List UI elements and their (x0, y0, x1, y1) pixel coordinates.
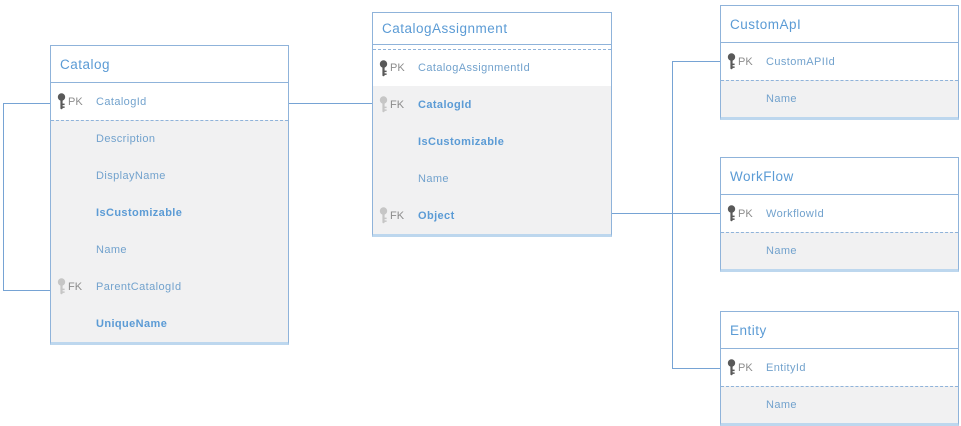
table-title: WorkFlow (721, 158, 958, 195)
field-row: FK Object (373, 197, 611, 234)
entity-table-customapi[interactable]: CustomApI PK CustomAPIId Name (720, 5, 959, 120)
field-name: CatalogId (96, 95, 147, 108)
table-title: CatalogAssignment (373, 13, 611, 45)
key-label: PK (390, 62, 405, 74)
primary-key-icon (726, 53, 737, 70)
field-name: Name (96, 243, 127, 256)
key-label: FK (68, 280, 83, 293)
field-name: Name (766, 399, 797, 411)
field-name: Name (418, 172, 449, 185)
field-row: PK WorkflowId (721, 195, 958, 232)
connector-object-to-customapi (672, 61, 720, 62)
field-name: Description (96, 133, 156, 145)
key-label: PK (738, 207, 753, 220)
pk-section-separator (373, 45, 611, 50)
field-name: UniqueName (96, 317, 168, 330)
primary-key-icon (726, 359, 737, 376)
entity-table-workflow[interactable]: WorkFlow PK WorkflowId Name (720, 157, 959, 272)
field-row: UniqueName (51, 305, 288, 342)
field-name: WorkflowId (766, 207, 825, 220)
key-label: PK (738, 361, 753, 374)
table-title: Entity (721, 312, 958, 349)
foreign-key-icon (56, 278, 67, 295)
field-name: DisplayName (96, 169, 166, 182)
field-name: ParentCatalogId (96, 280, 182, 293)
field-name: Name (766, 245, 797, 257)
connector-catalog-to-catalogassignment (289, 103, 372, 104)
field-row: Description (51, 120, 288, 157)
key-label: FK (390, 98, 405, 111)
field-name: IsCustomizable (96, 206, 183, 219)
field-row: PK EntityId (721, 349, 958, 386)
foreign-key-icon (378, 207, 389, 224)
field-row: Name (721, 232, 958, 269)
field-row: Name (721, 80, 958, 117)
field-row: Name (373, 160, 611, 197)
connector-object-trunk (672, 61, 673, 369)
table-title: Catalog (51, 46, 288, 83)
field-row: DisplayName (51, 157, 288, 194)
field-name: CatalogId (418, 98, 472, 111)
connector-catalog-self-bottom (3, 290, 50, 291)
key-label: FK (390, 209, 405, 222)
primary-key-icon (56, 93, 67, 110)
field-row: IsCustomizable (51, 194, 288, 231)
connector-catalog-self-vertical (3, 103, 4, 291)
entity-table-entity[interactable]: Entity PK EntityId Name (720, 311, 959, 426)
connector-object-to-entity (672, 368, 720, 369)
field-name: IsCustomizable (418, 135, 505, 148)
field-name: EntityId (766, 361, 806, 374)
connector-object-to-workflow (612, 213, 720, 214)
connector-catalog-self-top (3, 103, 50, 104)
foreign-key-icon (378, 96, 389, 113)
key-label: PK (68, 95, 83, 108)
field-row: PK CustomAPIId (721, 43, 958, 80)
field-name: Name (766, 93, 797, 105)
primary-key-icon (726, 205, 737, 222)
entity-table-catalogassignment[interactable]: CatalogAssignment PK CatalogAssignmentId… (372, 12, 612, 237)
primary-key-icon (378, 59, 389, 77)
table-title: CustomApI (721, 6, 958, 43)
field-row: Name (721, 386, 958, 423)
key-label: PK (738, 55, 753, 68)
field-name: CustomAPIId (766, 55, 836, 68)
field-row: IsCustomizable (373, 123, 611, 160)
field-row: FK ParentCatalogId (51, 268, 288, 305)
field-row: Name (51, 231, 288, 268)
entity-table-catalog[interactable]: Catalog PK CatalogId Description Display… (50, 45, 289, 345)
field-name: CatalogAssignmentId (418, 62, 531, 74)
field-row: PK CatalogAssignmentId (373, 50, 611, 86)
field-row: PK CatalogId (51, 83, 288, 120)
field-name: Object (418, 209, 455, 222)
field-row: FK CatalogId (373, 86, 611, 123)
